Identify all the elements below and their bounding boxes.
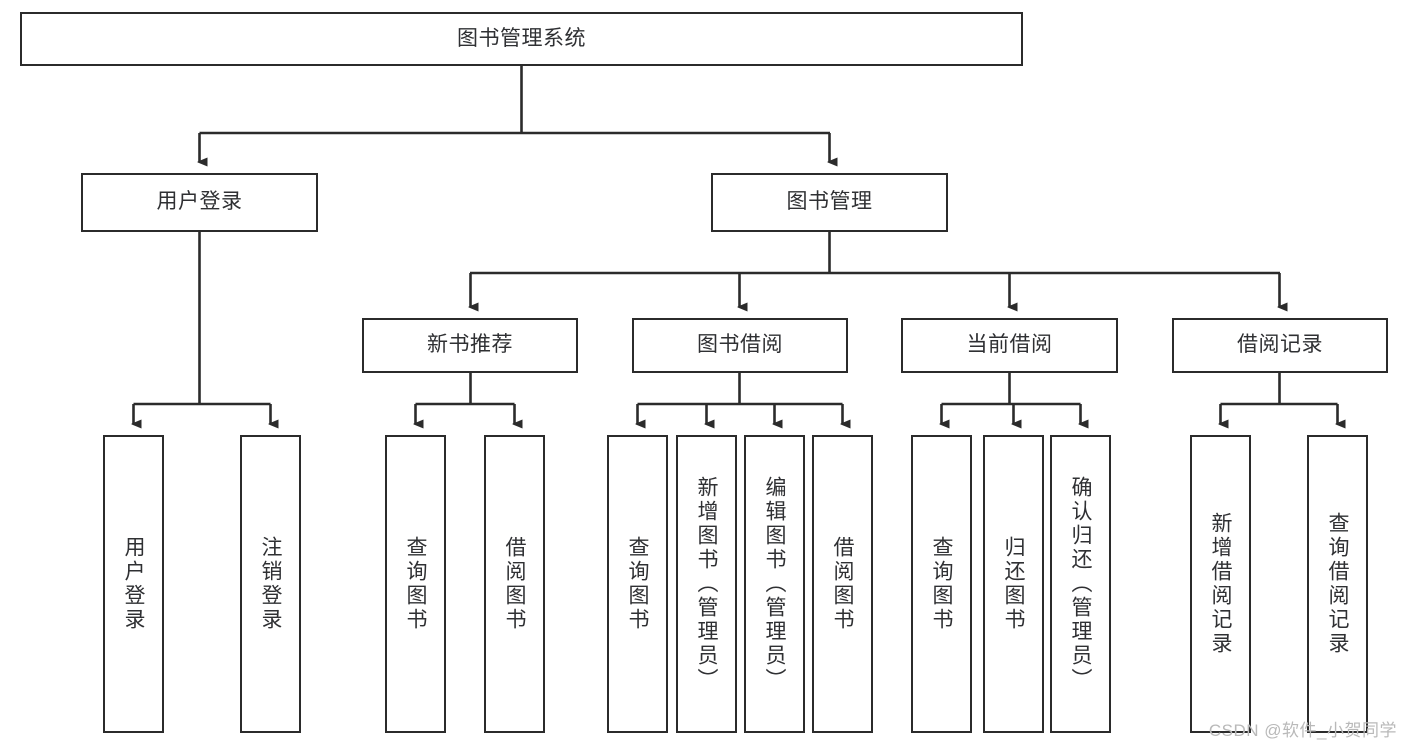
node-book-borrow[interactable]: 图书借阅 [632, 318, 848, 373]
node-leaf-query-book-rec-label: 查询图书 [404, 536, 427, 632]
node-leaf-edit-book-label: 编辑图书（管理员） [763, 476, 786, 692]
node-current-borrow[interactable]: 当前借阅 [901, 318, 1118, 373]
node-leaf-borrow-book-rec-label: 借阅图书 [503, 536, 526, 632]
node-root-label: 图书管理系统 [457, 26, 586, 50]
node-leaf-logout-login[interactable]: 注销登录 [240, 435, 301, 733]
node-borrow-record[interactable]: 借阅记录 [1172, 318, 1388, 373]
node-leaf-edit-book[interactable]: 编辑图书（管理员） [744, 435, 805, 733]
node-leaf-confirm-return[interactable]: 确认归还（管理员） [1050, 435, 1111, 733]
node-user-login[interactable]: 用户登录 [81, 173, 318, 232]
node-new-book-rec[interactable]: 新书推荐 [362, 318, 578, 373]
node-leaf-query-book-rec[interactable]: 查询图书 [385, 435, 446, 733]
node-book-borrow-label: 图书借阅 [697, 333, 783, 357]
node-leaf-query-book[interactable]: 查询图书 [607, 435, 668, 733]
node-leaf-query-record[interactable]: 查询借阅记录 [1307, 435, 1368, 733]
node-leaf-borrow-book[interactable]: 借阅图书 [812, 435, 873, 733]
node-user-login-label: 用户登录 [156, 190, 243, 214]
node-leaf-return-book[interactable]: 归还图书 [983, 435, 1044, 733]
node-leaf-borrow-book-label: 借阅图书 [831, 536, 854, 632]
node-root[interactable]: 图书管理系统 [20, 12, 1023, 66]
node-leaf-query-book-cur[interactable]: 查询图书 [911, 435, 972, 733]
node-current-borrow-label: 当前借阅 [966, 333, 1053, 357]
node-leaf-query-book-label: 查询图书 [626, 536, 649, 632]
node-new-book-rec-label: 新书推荐 [427, 333, 513, 357]
node-book-manage-label: 图书管理 [786, 190, 873, 214]
node-borrow-record-label: 借阅记录 [1237, 333, 1323, 357]
node-leaf-add-record[interactable]: 新增借阅记录 [1190, 435, 1251, 733]
node-leaf-query-book-cur-label: 查询图书 [930, 536, 953, 632]
node-leaf-user-login[interactable]: 用户登录 [103, 435, 164, 733]
node-leaf-borrow-book-rec[interactable]: 借阅图书 [484, 435, 545, 733]
node-leaf-add-book-label: 新增图书（管理员） [695, 476, 718, 692]
node-leaf-query-record-label: 查询借阅记录 [1326, 512, 1349, 656]
node-book-manage[interactable]: 图书管理 [711, 173, 948, 232]
node-leaf-return-book-label: 归还图书 [1002, 536, 1025, 632]
node-leaf-add-book[interactable]: 新增图书（管理员） [676, 435, 737, 733]
node-leaf-user-login-label: 用户登录 [122, 536, 145, 632]
node-leaf-logout-login-label: 注销登录 [259, 536, 282, 632]
node-leaf-add-record-label: 新增借阅记录 [1209, 512, 1232, 656]
node-leaf-confirm-return-label: 确认归还（管理员） [1069, 476, 1092, 692]
